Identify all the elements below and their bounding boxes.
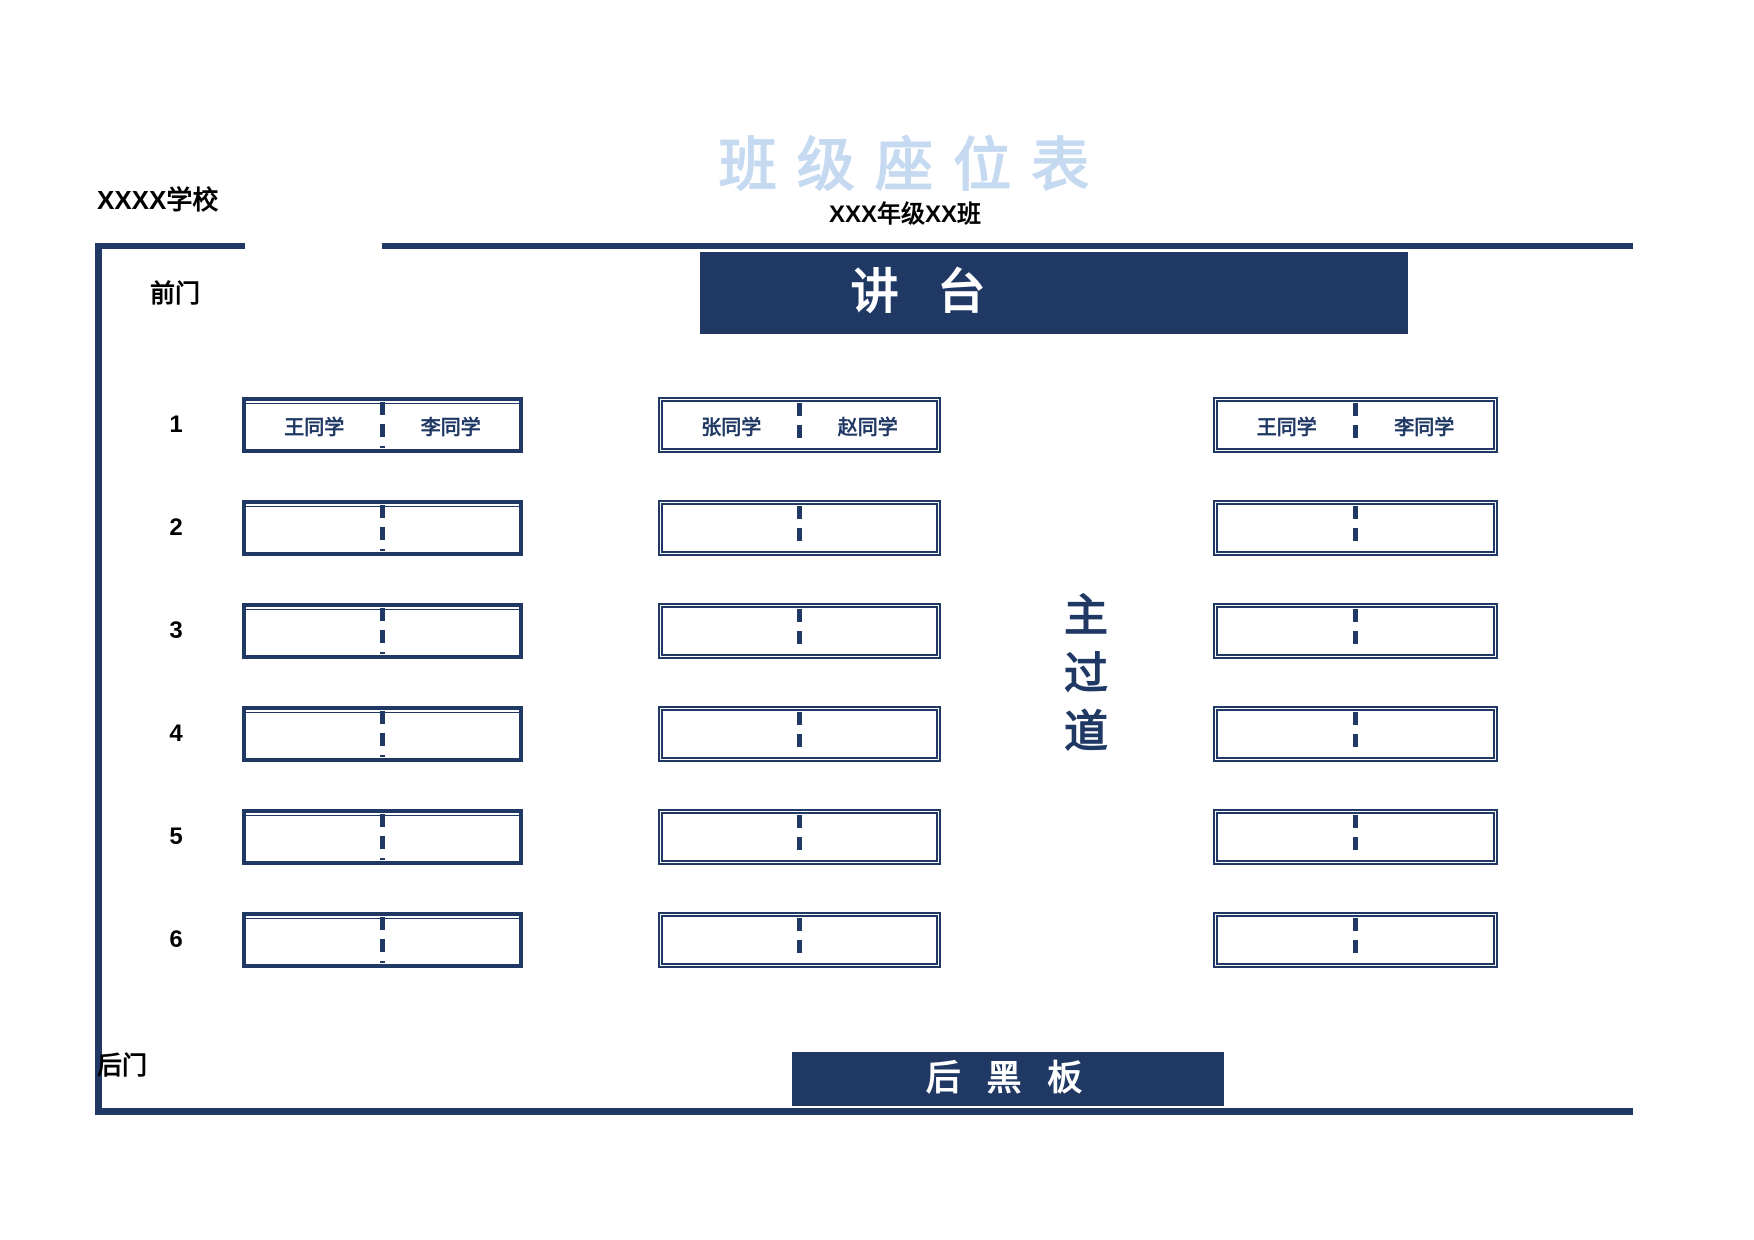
seat-cell-left[interactable] — [1218, 711, 1356, 757]
seat-cell-right[interactable] — [800, 608, 937, 654]
seat-desk — [242, 500, 523, 556]
seat-cell-left[interactable]: 张同学 — [701, 416, 762, 439]
seat-divider-dashed-line — [796, 918, 802, 962]
seat-divider-dashed-line — [379, 608, 385, 654]
seat-cell-right[interactable] — [800, 814, 937, 860]
seat-desk — [1213, 500, 1498, 556]
seat-cell-left[interactable] — [1218, 505, 1356, 551]
seat-divider-dashed-line — [379, 711, 385, 757]
left-wall — [95, 243, 102, 1112]
seat-cell-right[interactable] — [383, 916, 520, 964]
seat-cell-left[interactable] — [663, 917, 800, 963]
seat-cell-left[interactable] — [1218, 608, 1356, 654]
seat-desk: 王同学 李同学 — [1213, 397, 1498, 453]
seat-desk: 王同学 李同学 — [242, 397, 523, 453]
seat-desk — [658, 500, 941, 556]
row-number: 3 — [169, 617, 183, 644]
grade-class-label: XXX年级XX班 — [828, 201, 982, 228]
seat-divider-dashed-line — [796, 506, 802, 550]
seat-desk — [242, 706, 523, 762]
seat-cell-right[interactable] — [383, 504, 520, 552]
seat-cell-right[interactable] — [800, 505, 937, 551]
seat-divider-dashed-line — [1352, 403, 1358, 447]
seat-cell-right[interactable] — [1356, 505, 1494, 551]
seat-cell-right[interactable] — [800, 917, 937, 963]
seat-cell-right[interactable] — [383, 710, 520, 758]
seat-divider-dashed-line — [379, 402, 385, 448]
row-number: 4 — [169, 720, 183, 747]
seat-desk — [658, 603, 941, 659]
seat-desk — [242, 912, 523, 968]
seat-cell-left[interactable] — [246, 813, 383, 861]
main-aisle-label: 主过道 — [1057, 592, 1106, 766]
front-door-label: 前门 — [150, 280, 201, 308]
seat-cell-right[interactable] — [1356, 917, 1494, 963]
seat-cell-right[interactable] — [1356, 814, 1494, 860]
seat-cell-right[interactable] — [1356, 711, 1494, 757]
seat-cell-left[interactable] — [1218, 917, 1356, 963]
seat-divider-dashed-line — [1352, 506, 1358, 550]
seat-divider-dashed-line — [379, 917, 385, 963]
podium-bar: 讲 台 — [700, 252, 1408, 334]
seat-cell-left[interactable] — [663, 608, 800, 654]
seat-desk — [242, 603, 523, 659]
seat-desk — [1213, 603, 1498, 659]
seat-cell-left[interactable] — [663, 814, 800, 860]
seat-divider-dashed-line — [796, 712, 802, 756]
row-number: 5 — [169, 823, 183, 850]
podium-label: 讲 台 — [850, 266, 990, 319]
seat-cell-right[interactable] — [383, 813, 520, 861]
seat-divider-dashed-line — [1352, 609, 1358, 653]
seat-desk — [242, 809, 523, 865]
seat-cell-left[interactable]: 王同学 — [284, 416, 345, 439]
back-door-label: 后门 — [97, 1052, 148, 1080]
page-title: 班 级 座 位 表 — [718, 133, 1092, 198]
seat-divider-dashed-line — [379, 814, 385, 860]
seat-cell-left[interactable]: 王同学 — [1256, 416, 1317, 439]
seat-desk — [1213, 809, 1498, 865]
seat-cell-left[interactable] — [663, 711, 800, 757]
seat-divider-dashed-line — [1352, 815, 1358, 859]
seat-desk — [658, 912, 941, 968]
top-wall-main-segment — [382, 243, 1633, 249]
seat-divider-dashed-line — [379, 505, 385, 551]
seat-divider-dashed-line — [796, 815, 802, 859]
row-number: 1 — [169, 411, 183, 438]
seat-cell-left[interactable] — [246, 710, 383, 758]
back-blackboard-bar: 后 黑 板 — [792, 1052, 1224, 1106]
seat-cell-right[interactable]: 李同学 — [1394, 416, 1455, 439]
seat-desk — [658, 809, 941, 865]
top-wall-left-segment — [95, 243, 245, 249]
seat-cell-right[interactable] — [1356, 608, 1494, 654]
row-number: 2 — [169, 514, 183, 541]
seat-cell-left[interactable] — [246, 504, 383, 552]
seat-divider-dashed-line — [796, 403, 802, 447]
back-blackboard-label: 后 黑 板 — [925, 1059, 1091, 1098]
seat-desk — [1213, 912, 1498, 968]
seat-cell-left[interactable] — [246, 916, 383, 964]
seat-desk — [1213, 706, 1498, 762]
bottom-wall — [95, 1108, 1633, 1115]
seat-cell-left[interactable] — [1218, 814, 1356, 860]
seat-cell-right[interactable] — [383, 607, 520, 655]
row-number: 6 — [169, 926, 183, 953]
seat-desk — [658, 706, 941, 762]
seat-divider-dashed-line — [1352, 918, 1358, 962]
seat-divider-dashed-line — [796, 609, 802, 653]
school-name-label: XXXX学校 — [97, 185, 219, 215]
seat-desk: 张同学 赵同学 — [658, 397, 941, 453]
seat-cell-left[interactable] — [246, 607, 383, 655]
seat-cell-right[interactable] — [800, 711, 937, 757]
seat-cell-right[interactable]: 赵同学 — [837, 416, 898, 439]
seat-divider-dashed-line — [1352, 712, 1358, 756]
seat-cell-right[interactable]: 李同学 — [420, 416, 481, 439]
seat-cell-left[interactable] — [663, 505, 800, 551]
